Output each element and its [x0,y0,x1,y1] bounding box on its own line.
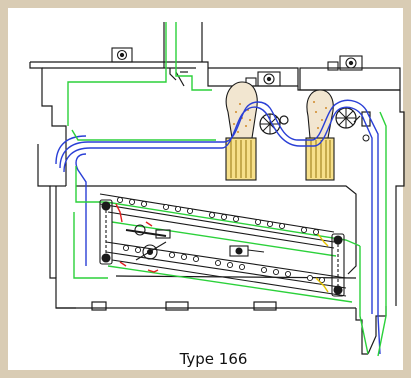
sprocket-icon [99,199,113,265]
conveyor-lower [105,241,347,297]
drying-chamber-right [305,89,335,181]
fan-icon [259,113,289,135]
drive-unit [125,224,171,261]
fan-icon [335,107,371,129]
drive-unit [229,245,265,257]
web-path-green [67,22,387,357]
drying-chamber-left [225,81,258,181]
conveyor-upper [99,193,335,249]
roller-icon [362,134,370,142]
diagram-caption: Type 166 [179,350,248,368]
machine-diagram [29,22,405,357]
red-guide [115,203,159,273]
inlet-funnel [163,22,203,87]
motor-icon [111,47,133,63]
motor-icon [327,55,363,71]
yellow-guide [315,233,329,293]
motor-icon [245,71,281,87]
sprocket-icon [331,233,345,297]
roller-icon [116,196,320,236]
diagram-canvas: Type 166 [16,16,411,378]
web-path-blue [55,99,381,355]
